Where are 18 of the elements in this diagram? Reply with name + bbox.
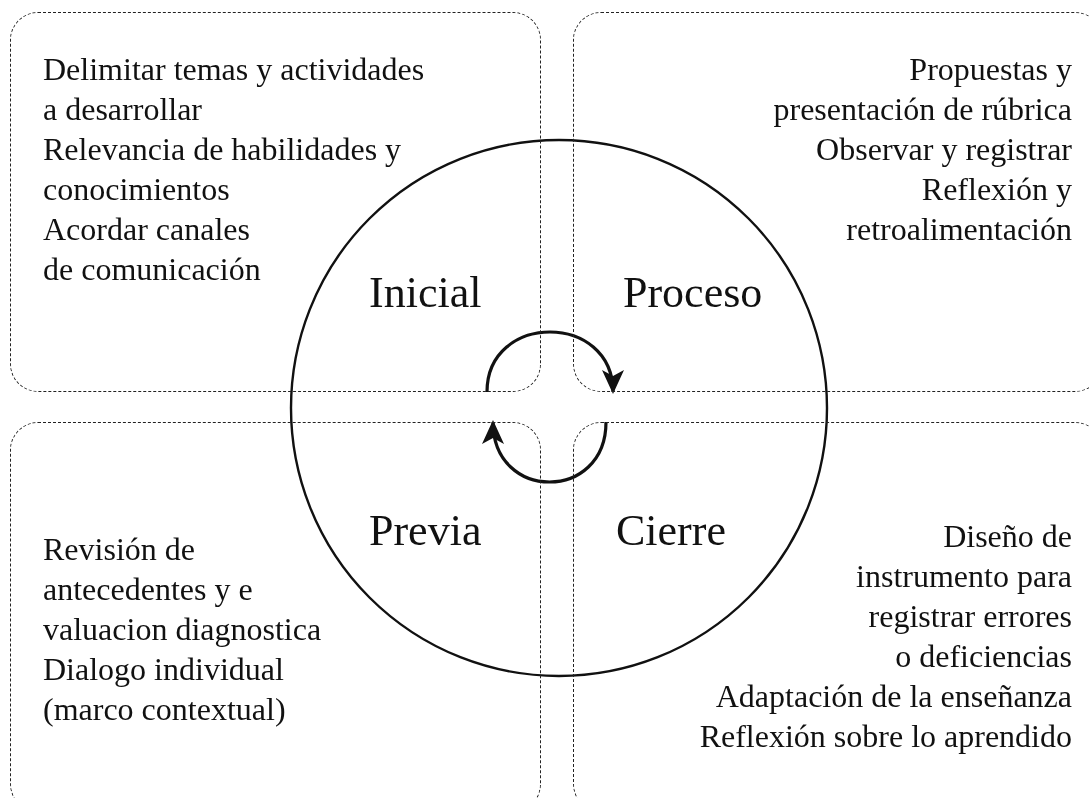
- activity-text: Delimitar temas y actividades a desarrollar: [43, 50, 426, 129]
- phase-heading: Inicial: [369, 268, 482, 318]
- phase-heading: Previa: [369, 506, 482, 556]
- cycle-arrow: [485, 330, 621, 394]
- activity-text: Reflexión sobre lo aprendido: [699, 717, 1072, 756]
- activity-text: Relevancia de habilidades y conocimientos: [43, 130, 403, 209]
- phase-heading: Cierre: [616, 506, 726, 556]
- activity-text: Adaptación de la enseñanza: [715, 677, 1072, 716]
- activity-text: Reflexión y retroalimentación: [845, 170, 1072, 249]
- activity-text: Observar y registrar: [816, 130, 1072, 169]
- phase-panel: [10, 12, 541, 392]
- activity-text: Revisión de antecedentes y e valuacion diagnostica: [43, 530, 323, 649]
- activity-text: Propuestas y presentación de rúbrica: [772, 50, 1072, 129]
- activity-text: Dialogo individual (marco contextual): [43, 650, 287, 729]
- phase-heading: Proceso: [623, 268, 763, 318]
- activity-text: Diseño de instrumento para registrar errores o deficiencias: [855, 517, 1072, 676]
- activity-text: Acordar canales de comunicación: [43, 210, 262, 289]
- cycle-arrow: [484, 420, 608, 484]
